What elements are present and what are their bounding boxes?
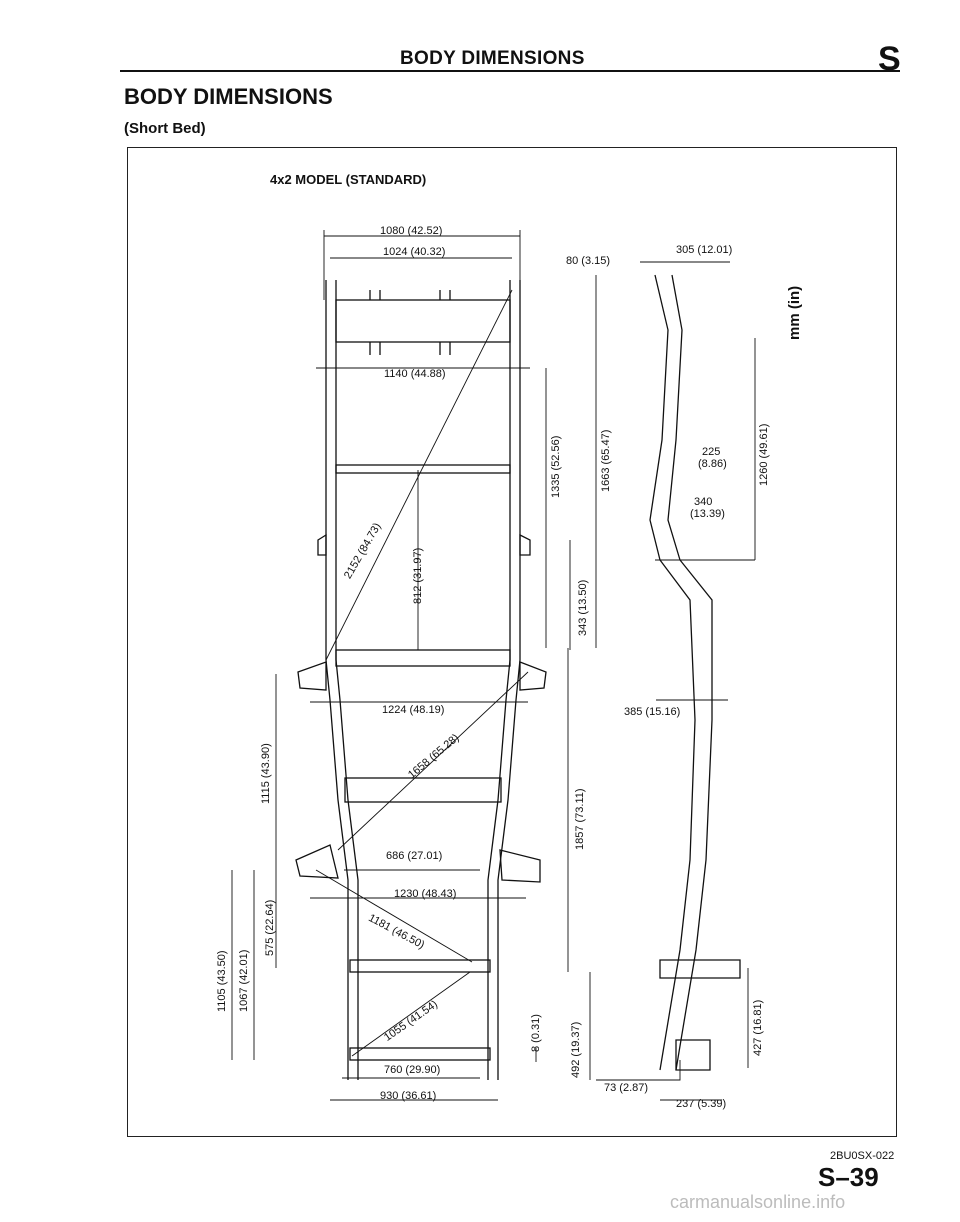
side-rail-upper — [649, 274, 696, 1071]
dim-760: 760 (29.90) — [384, 1064, 441, 1076]
section-letter: S — [878, 40, 901, 78]
crossmember-4 — [344, 777, 502, 803]
crossmember-5 — [349, 959, 491, 973]
section-subtitle: (Short Bed) — [124, 120, 206, 137]
figure-code: 2BU0SX-022 — [830, 1150, 895, 1162]
dim-1230: 1230 (48.43) — [394, 888, 457, 900]
dim-8: 8 (0.31) — [530, 1014, 542, 1052]
dim-1067: 1067 (42.01) — [238, 949, 250, 1012]
watermark: carmanualsonline.info — [670, 1192, 846, 1212]
dim-1335: 1335 (52.56) — [550, 435, 562, 498]
dim-930: 930 (36.61) — [380, 1090, 437, 1102]
bracket-right-1 — [519, 661, 547, 691]
dim-1115: 1115 (43.90) — [260, 743, 272, 804]
dim-225-in: (8.86) — [698, 458, 727, 470]
dim-340-in: (13.39) — [690, 508, 725, 520]
right-rail-inner — [487, 280, 511, 1080]
front-crossmember — [335, 299, 511, 343]
dim-73: 73 (2.87) — [604, 1082, 649, 1094]
left-rail-outer — [325, 280, 349, 1080]
right-rail-outer — [497, 280, 521, 1080]
dim-1224: 1224 (48.19) — [382, 704, 445, 716]
dim-305: 305 (12.01) — [676, 244, 733, 256]
model-label: 4x2 MODEL (STANDARD) — [270, 172, 427, 187]
dim-492: 492 (19.37) — [570, 1021, 582, 1078]
running-header-title: BODY DIMENSIONS — [400, 48, 585, 69]
dim-1105: 1105 (43.50) — [216, 950, 228, 1012]
bracket-right-2 — [499, 849, 541, 883]
dim-80: 80 (3.15) — [566, 255, 611, 267]
side-axle — [659, 959, 741, 979]
left-rail-inner — [335, 280, 359, 1080]
dim-1260: 1260 (49.61) — [758, 423, 770, 486]
section-title: BODY DIMENSIONS — [124, 84, 333, 109]
dim-1663: 1663 (65.47) — [600, 429, 612, 492]
bracket-left-1 — [297, 661, 327, 691]
dim-1024: 1024 (40.32) — [383, 246, 446, 258]
dim-385: 385 (15.16) — [624, 706, 681, 718]
dim-237: 237 (5.39) — [676, 1098, 727, 1110]
dim-343: 343 (13.50) — [577, 579, 589, 636]
dim-225-mm: 225 — [702, 446, 721, 458]
crossmember-2 — [335, 464, 511, 474]
dim-427: 427 (16.81) — [752, 999, 764, 1056]
dim-340-mm: 340 — [694, 496, 713, 508]
bracket-left-2 — [295, 844, 339, 879]
dim-1857: 1857 (73.11) — [574, 788, 586, 850]
dim-812: 812 (31.97) — [412, 547, 424, 604]
dim-575: 575 (22.64) — [264, 899, 276, 956]
dim-1080: 1080 (42.52) — [380, 225, 443, 237]
side-rail-lower — [667, 274, 713, 1071]
dim-1140: 1140 (44.88) — [384, 368, 446, 380]
crossmember-3 — [335, 649, 511, 667]
header-rule — [120, 70, 900, 72]
rear-crossmember — [349, 1047, 491, 1061]
page-number: S–39 — [818, 1162, 879, 1192]
dim-686: 686 (27.01) — [386, 850, 443, 862]
figure-frame — [127, 147, 897, 1137]
